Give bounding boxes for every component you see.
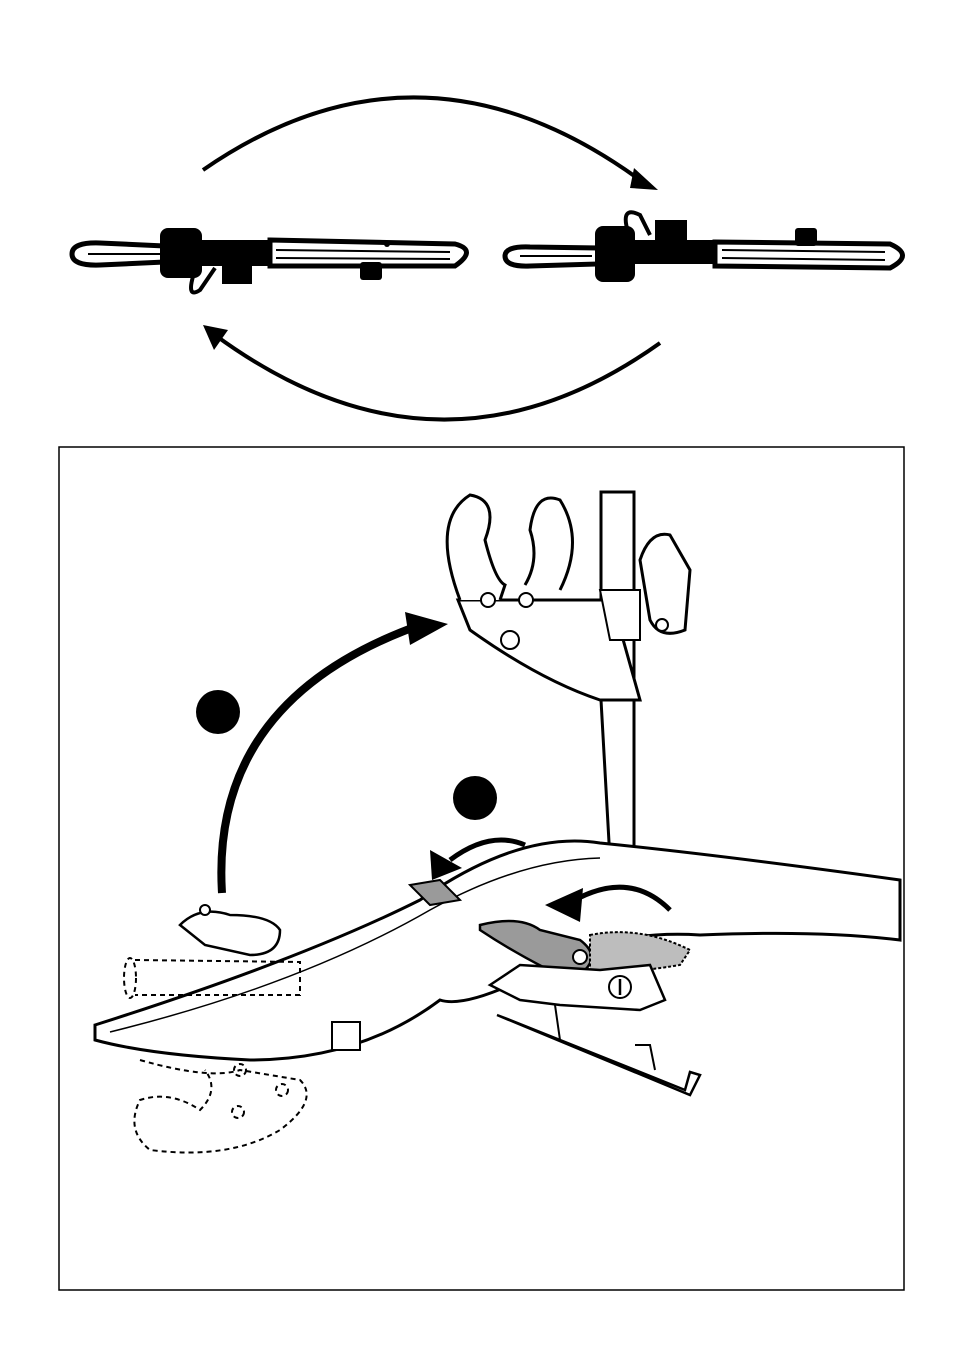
top-view <box>72 97 903 419</box>
wheel-cradle <box>447 495 690 700</box>
rotate-counterclockwise-arrow <box>215 335 660 420</box>
arrowhead-icon <box>630 168 658 190</box>
foot-bracket <box>497 1015 700 1095</box>
step-marker-1 <box>196 690 240 734</box>
detail-view <box>95 492 900 1153</box>
rotate-clockwise-arrow <box>203 97 640 180</box>
clamp-body <box>490 965 665 1010</box>
step-marker-2 <box>453 776 497 820</box>
bike-carrier-closed <box>72 228 467 293</box>
frame-holder-knob <box>180 912 280 955</box>
arrowhead-icon <box>203 325 228 350</box>
move-cradle-arrow <box>221 625 420 893</box>
arrowhead-icon <box>405 612 448 645</box>
bike-carrier-rotated <box>505 212 903 282</box>
carrier-arm <box>95 841 900 1060</box>
strap-buckle <box>332 1022 360 1050</box>
